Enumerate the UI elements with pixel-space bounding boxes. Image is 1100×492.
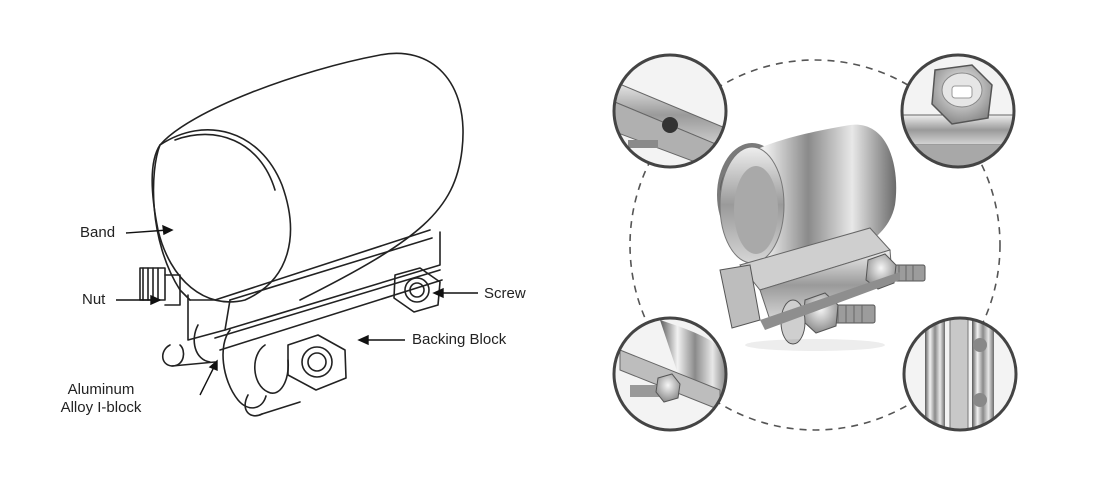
clamp-photo-composite [612, 53, 1018, 432]
i-block-leader [199, 364, 216, 396]
lower-screw-drawing [254, 334, 347, 394]
screw-label: Screw [484, 285, 526, 302]
i-block-label-line2: Alloy I-block [60, 399, 142, 416]
detail-view-top-right [900, 53, 1016, 169]
product-photo-panel [600, 0, 1100, 492]
band-opening [151, 129, 292, 303]
backing-block-label: Backing Block [412, 331, 507, 348]
nut-threads [139, 267, 166, 301]
backing-block-outline [189, 229, 431, 301]
screw-drawing [393, 267, 441, 313]
line-drawing-panel: Band Nut Screw Backing Block Aluminum Al… [36, 52, 526, 417]
detail-view-top-left [612, 53, 728, 169]
i-block-outline [161, 344, 185, 367]
detail-view-bottom-right [902, 316, 1018, 432]
band-label: Band [80, 224, 116, 241]
nut-label: Nut [82, 291, 106, 308]
band-outline [152, 144, 191, 301]
dashed-circle [629, 59, 1001, 431]
i-block-label: Aluminum Alloy I-block [36, 381, 166, 417]
detail-view-bottom-left [612, 316, 728, 432]
i-block-label-line1: Aluminum [67, 381, 135, 398]
band-leader [125, 229, 169, 234]
clamp-line-drawing [116, 52, 478, 417]
clamp-photo [717, 124, 926, 351]
